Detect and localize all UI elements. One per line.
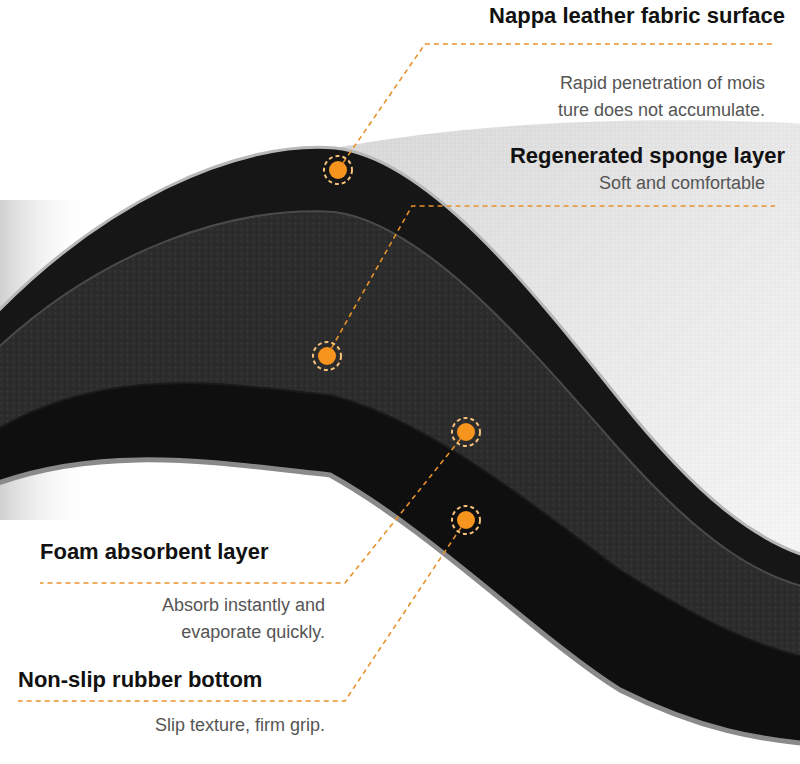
- callout-dot: [457, 511, 475, 529]
- callout-dot: [318, 347, 336, 365]
- layer-note: Soft and comfortable: [599, 170, 765, 197]
- layer-name: Non-slip rubber bottom: [18, 666, 262, 694]
- callout-ring: [313, 342, 341, 370]
- foam-layer: [0, 147, 800, 660]
- leader-line: [18, 520, 466, 701]
- leader-line: [327, 206, 775, 356]
- layer-note: Rapid penetration of mois ture does not …: [544, 70, 765, 124]
- callout-ring: [452, 418, 480, 446]
- layer-name: Regenerated sponge layer: [510, 142, 785, 170]
- callout-ring: [452, 506, 480, 534]
- layer-name: Nappa leather fabric surface: [489, 2, 785, 30]
- callout-dots: [313, 156, 480, 534]
- callout-dot: [457, 423, 475, 441]
- callout-dot: [329, 161, 347, 179]
- leader-lines: [18, 44, 775, 701]
- layer-note: Absorb instantly and evaporate quickly.: [152, 592, 325, 646]
- layer-note: Slip texture, firm grip.: [155, 712, 325, 739]
- layer-seam: [0, 211, 800, 590]
- sponge-layer: [0, 147, 800, 590]
- layer-name: Foam absorbent layer: [40, 538, 269, 566]
- bottom-edge: [0, 460, 800, 745]
- surface-edge: [0, 147, 800, 560]
- leader-line: [40, 432, 466, 583]
- callout-ring: [324, 156, 352, 184]
- rubber-layer: [0, 147, 800, 745]
